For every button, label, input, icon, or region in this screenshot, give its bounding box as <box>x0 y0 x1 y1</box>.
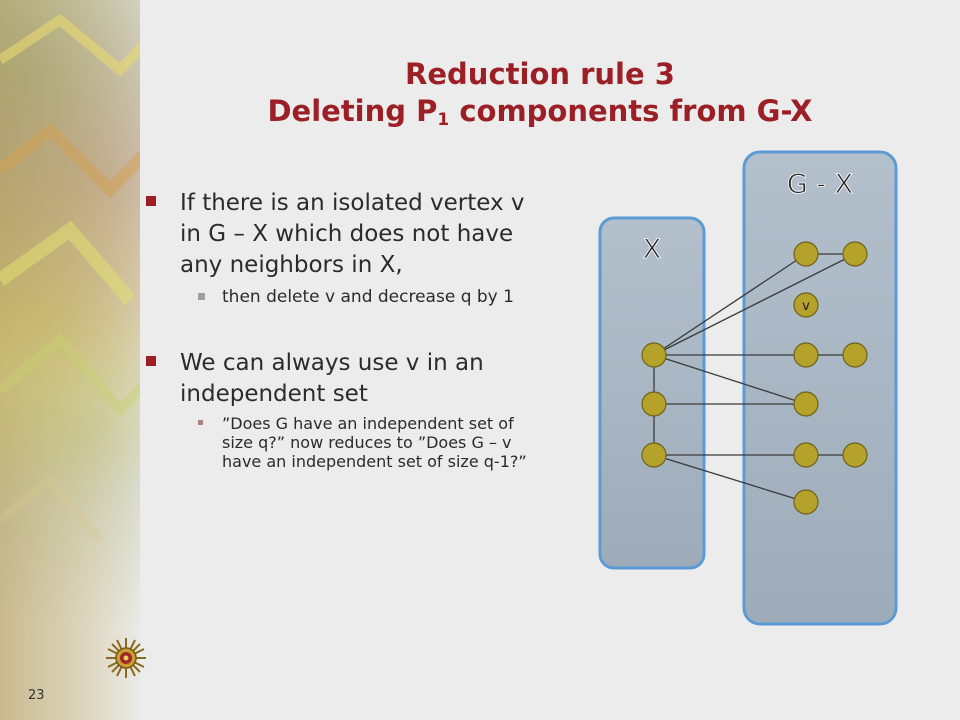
vertex <box>793 391 819 417</box>
university-logo <box>106 638 146 678</box>
bullet-marker-icon <box>146 196 156 206</box>
sub-bullet-item: ”Does G have an independent set of size … <box>142 414 542 471</box>
page-number: 23 <box>28 688 45 703</box>
vertex <box>793 489 819 515</box>
vertex <box>641 442 667 468</box>
title-line-1: Reduction rule 3 <box>405 57 675 91</box>
set-gx-panel <box>742 150 898 626</box>
bullet-text: We can always use v in an independent se… <box>180 350 484 407</box>
title-subscript: 1 <box>437 110 450 130</box>
sub-bullet-marker-icon <box>198 420 203 425</box>
edge <box>653 354 807 405</box>
edge <box>653 253 807 356</box>
edge <box>653 454 807 503</box>
decorative-background-strip <box>0 0 148 720</box>
edge <box>653 253 856 356</box>
vertex-v-label: v <box>802 299 810 314</box>
vertex <box>842 442 868 468</box>
decorative-pattern <box>0 13 148 543</box>
set-x-label: X <box>643 234 662 265</box>
vertex-v <box>793 292 819 318</box>
title-line-2: Deleting P1 components from G-X <box>160 93 920 139</box>
vertices <box>641 241 868 515</box>
slide-title: Reduction rule 3 Deleting P1 components … <box>160 56 920 139</box>
bullet-item: If there is an isolated vertex v in G – … <box>142 188 542 281</box>
sub-bullet-text: ”Does G have an independent set of size … <box>222 414 527 471</box>
sub-bullet-text: then delete v and decrease q by 1 <box>222 287 514 307</box>
vertex <box>641 342 667 368</box>
set-gx-label: G - X <box>787 169 853 200</box>
vertex <box>793 442 819 468</box>
vertex <box>842 241 868 267</box>
vertex <box>842 342 868 368</box>
title-line-2-suffix: components from G-X <box>449 94 813 128</box>
vertex <box>793 342 819 368</box>
sub-bullet-marker-icon <box>198 293 205 300</box>
bullet-item: We can always use v in an independent se… <box>142 348 542 410</box>
bullet-marker-icon <box>146 356 156 366</box>
vertex <box>641 391 667 417</box>
bullet-text: If there is an isolated vertex v in G – … <box>180 190 525 278</box>
vertex <box>793 241 819 267</box>
title-line-2-prefix: Deleting P <box>267 94 438 128</box>
sub-bullet-item: then delete v and decrease q by 1 <box>142 287 542 308</box>
bullet-list: If there is an isolated vertex v in G – … <box>142 188 542 471</box>
